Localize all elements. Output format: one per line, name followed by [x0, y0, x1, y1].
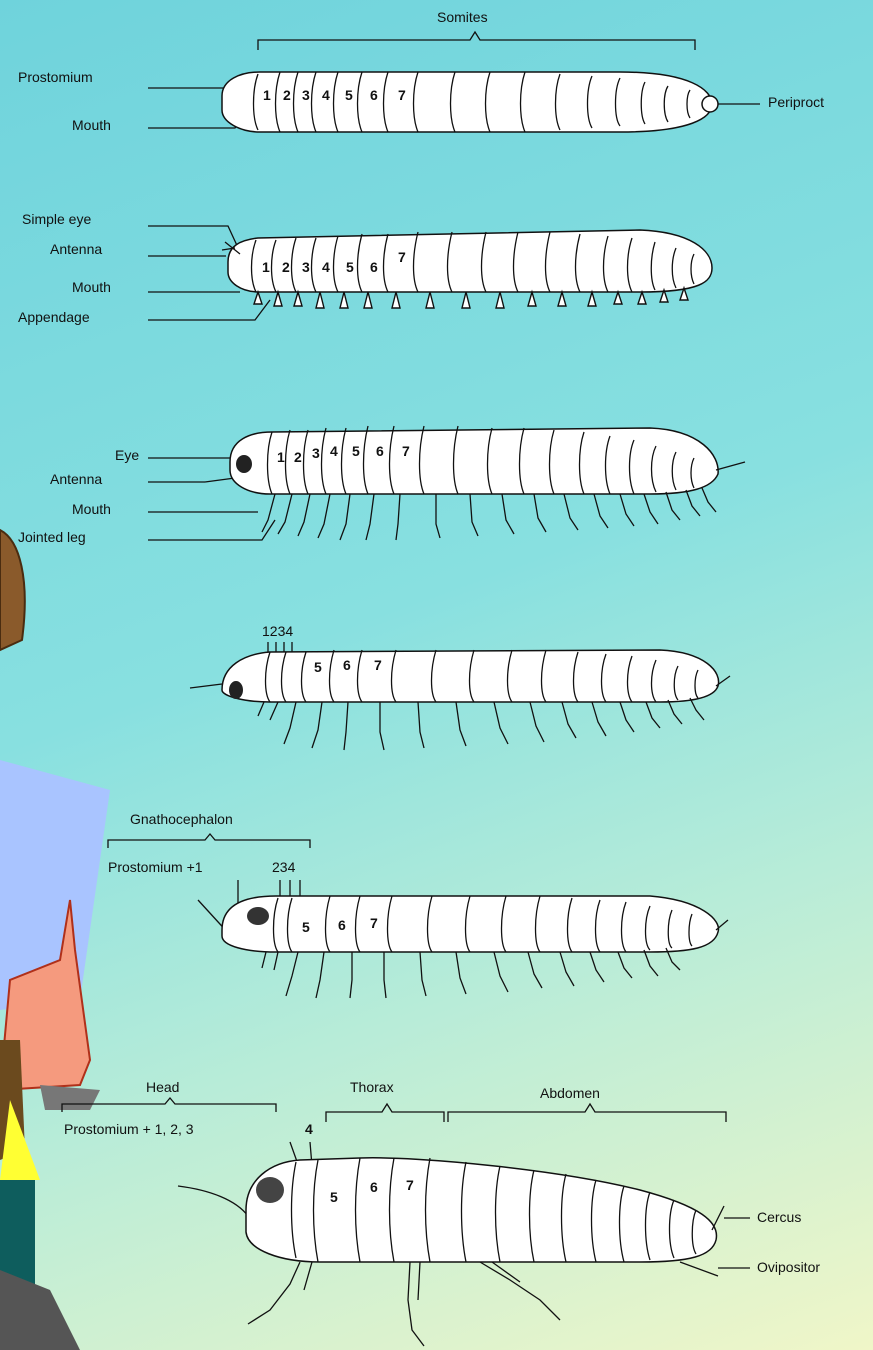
abdomen-label: Abdomen: [540, 1085, 600, 1101]
somites-bracket: [258, 32, 695, 50]
stage6-legs: [248, 1262, 560, 1346]
seg-num: 1: [263, 87, 271, 103]
clipart-figure: [0, 530, 110, 1350]
seg-num: 7: [398, 87, 406, 103]
stage5-top-numbers: 234: [272, 859, 296, 875]
stage3-legs: [262, 488, 716, 540]
seg-num: 7: [370, 915, 378, 931]
jointed-leg-label: Jointed leg: [18, 529, 86, 545]
stage5-legs: [262, 948, 680, 998]
seg-num: 5: [346, 259, 354, 275]
seg-num: 5: [330, 1189, 338, 1205]
gnathocephalon-bracket: [108, 834, 310, 848]
seg-num: 7: [406, 1177, 414, 1193]
antenna-label-2: Antenna: [50, 241, 102, 257]
thorax-bracket: [326, 1104, 444, 1122]
seg-num: 5: [352, 443, 360, 459]
prostomium-plus-1-label: Prostomium +1: [108, 859, 203, 875]
seg-num: 7: [374, 657, 382, 673]
seg-num: 1: [277, 449, 285, 465]
seg-num: 5: [345, 87, 353, 103]
seg-num: 6: [343, 657, 351, 673]
seg-num: 6: [338, 917, 346, 933]
seg-num: 2: [294, 449, 302, 465]
somites-label: Somites: [437, 9, 488, 25]
seg-num: 4: [330, 443, 338, 459]
simple-eye-label: Simple eye: [22, 211, 91, 227]
seg-num: 5: [314, 659, 322, 675]
stage4-myriapod: 1234 5 6 7: [190, 623, 730, 750]
seg-num: 1: [262, 259, 270, 275]
mouth-label-2: Mouth: [72, 279, 111, 295]
periproct-label: Periproct: [768, 94, 824, 110]
prostomium-123-label: Prostomium + 1, 2, 3: [64, 1121, 194, 1137]
antenna-label-3: Antenna: [50, 471, 102, 487]
prostomium-label: Prostomium: [18, 69, 93, 85]
eye-label: Eye: [115, 447, 139, 463]
thorax-label: Thorax: [350, 1079, 394, 1095]
seg-num: 4: [322, 87, 330, 103]
cercus-label: Cercus: [757, 1209, 801, 1225]
stage3-myriapod: Eye Antenna Mouth Jointed leg 1 2 3 4 5 …: [18, 426, 745, 545]
stage1-annelid: Somites Prostomium Mouth Periproct 1 2 3…: [18, 9, 824, 133]
gnathocephalon-label: Gnathocephalon: [130, 811, 233, 827]
seg-num: 6: [370, 87, 378, 103]
seg-num: 3: [302, 259, 310, 275]
abdomen-bracket: [448, 1104, 726, 1122]
stage5-chilopod: Gnathocephalon Prostomium +1 234 5 6 7: [108, 811, 728, 998]
mouth-label-1: Mouth: [72, 117, 111, 133]
mouth-label-3: Mouth: [72, 501, 111, 517]
seg-num: 3: [302, 87, 310, 103]
seg-num: 2: [283, 87, 291, 103]
seg-num: 4: [322, 259, 330, 275]
seg-num: 7: [402, 443, 410, 459]
stage4-legs: [258, 698, 704, 750]
seg-num: 6: [370, 259, 378, 275]
seg-num: 7: [398, 249, 406, 265]
seg-num: 2: [282, 259, 290, 275]
seg-num: 3: [312, 445, 320, 461]
num4-label: 4: [305, 1121, 313, 1137]
ovipositor-label: Ovipositor: [757, 1259, 820, 1275]
stage6-insect: Head Thorax Abdomen Prostomium + 1, 2, 3…: [62, 1079, 820, 1346]
seg-num: 6: [370, 1179, 378, 1195]
appendage-label: Appendage: [18, 309, 90, 325]
head-label: Head: [146, 1079, 179, 1095]
stage4-top-numbers: 1234: [262, 623, 293, 639]
seg-num: 5: [302, 919, 310, 935]
stage2-onychophoran: Simple eye Antenna Mouth Appendage 1 2 3…: [18, 211, 712, 325]
seg-num: 6: [376, 443, 384, 459]
